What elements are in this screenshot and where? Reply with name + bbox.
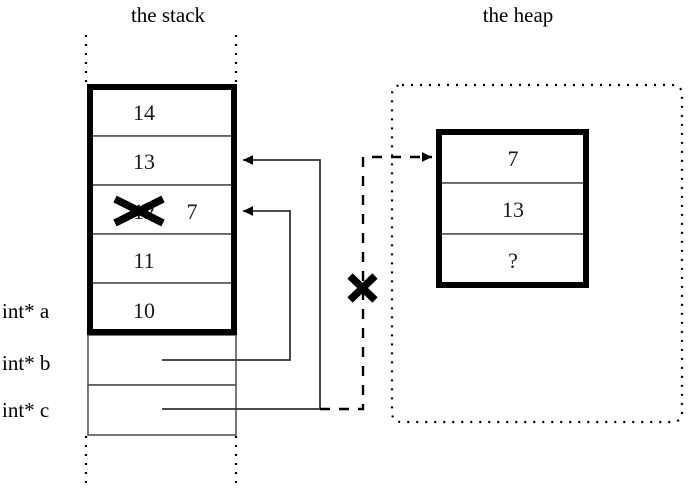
stack-array-outline	[87, 84, 237, 335]
stack-cell-4-box	[89, 282, 235, 333]
heap-cell-2-box	[438, 233, 587, 286]
heap-region-boundary	[390, 83, 684, 424]
heap-title: the heap	[483, 3, 554, 27]
pointer-arrow-b	[162, 206, 291, 361]
pointer-arrow-c	[162, 155, 321, 410]
stack-cell-1-box	[89, 135, 235, 186]
stack-cell-3-box	[89, 233, 235, 284]
stack-cell-4-value: 10	[133, 298, 155, 323]
stack-cell-0-box	[89, 86, 235, 137]
heap-cell-1-value: 13	[502, 197, 524, 222]
heap-block-cells	[438, 131, 587, 286]
dangling-pointer-dashed-arrow	[320, 152, 432, 411]
broken-pointer-x-icon	[347, 273, 378, 303]
stack-cell-2-new-value: 7	[187, 199, 198, 224]
stack-cell-2-box	[89, 184, 235, 235]
cancelled-value-x-icon	[113, 195, 165, 227]
stack-cell-0-value: 14	[133, 100, 155, 125]
stack-cell-c-box	[87, 384, 237, 436]
stack-title: the stack	[131, 3, 206, 27]
stack-cell-1-value: 13	[133, 149, 155, 174]
heap-cell-0-value: 7	[508, 146, 519, 171]
pointer-label-a: int* a	[2, 299, 50, 323]
heap-block-outline	[436, 129, 589, 288]
pointer-label-b: int* b	[2, 351, 50, 375]
stack-pointer-cells	[87, 334, 237, 436]
heap-cell-2-value: ?	[508, 248, 518, 273]
pointer-label-c: int* c	[2, 398, 49, 422]
stack-cell-3-value: 11	[133, 248, 154, 273]
stack-array-cells	[89, 86, 235, 333]
